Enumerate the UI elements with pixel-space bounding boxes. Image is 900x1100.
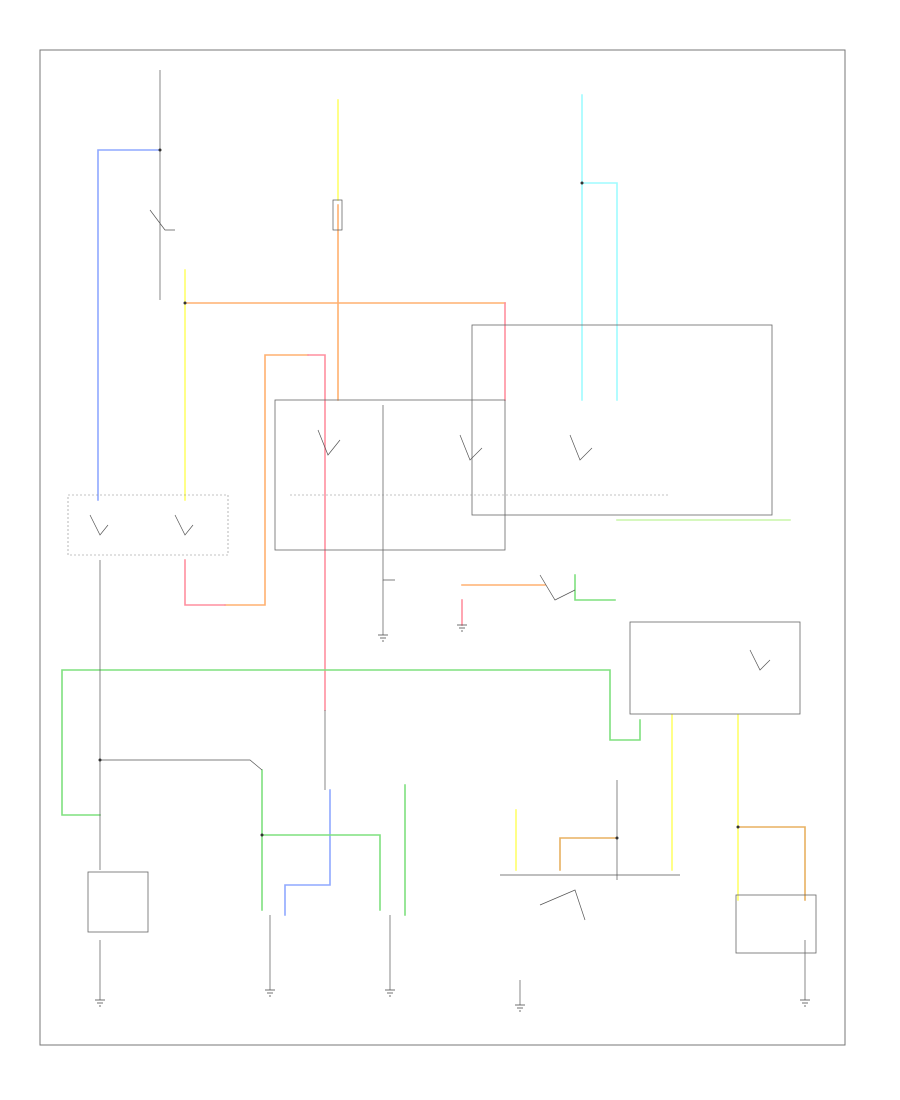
switch-relay-2 [459,434,483,461]
wire-tan-b [737,826,806,901]
splice [736,825,740,829]
bottom-right-module [735,894,817,954]
diagram-frame [39,49,846,1046]
switch-left-2 [174,514,194,536]
splice [183,301,187,305]
grounds [95,624,810,1012]
ground-4 [265,989,275,997]
wire-green-bridge [261,834,381,911]
splice-dots [98,148,740,840]
right-module-box [629,621,801,715]
wire-cyan-b [581,182,618,401]
fuse-center [332,199,343,231]
splice [580,181,584,185]
switch-door [539,889,586,921]
wire-tan-a [559,837,618,871]
black-wires [99,70,806,1005]
splice [615,836,619,840]
ground-2 [457,624,467,632]
ground-3 [95,999,105,1007]
components [67,199,817,954]
bottom-left-module [87,871,149,933]
switch-right-module [749,649,771,671]
switch-left-1 [89,514,109,536]
switch-relay-1 [317,429,341,456]
switch-relay-4 [539,574,576,601]
wire-blue-center [284,789,331,916]
wire-green-relay [574,574,616,601]
switch-ignition [149,209,175,231]
ground-6 [515,1004,525,1012]
relay-center-box [274,399,506,551]
wire-black-center-relay [382,405,395,581]
splice [158,148,162,152]
left-switch-box [67,494,229,556]
ground-7 [800,999,810,1007]
ground-5 [385,989,395,997]
wire-blue-left [97,149,161,501]
wire-black-upper-mid [100,759,263,771]
ground-1 [378,634,388,642]
colored-wires [61,94,806,916]
switch-relay-3 [569,434,593,461]
relay-module-box [471,324,773,516]
wire-orange-loop [224,354,309,606]
wire-green-loop [61,669,641,816]
wire-pink-left [184,559,226,606]
splice [260,833,264,837]
switches [89,209,771,921]
splice [98,758,102,762]
wire-pink-main [307,354,326,711]
